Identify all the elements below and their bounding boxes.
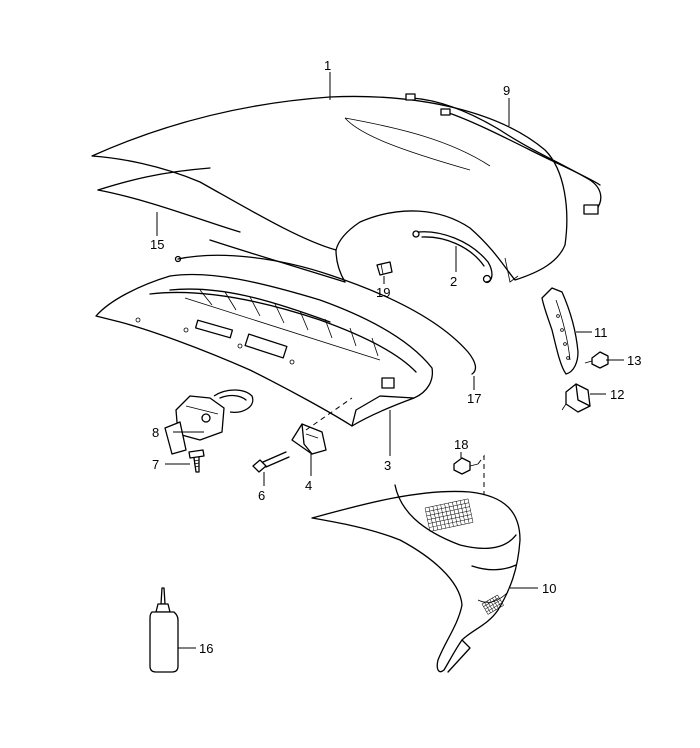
callout-1: 1 [324, 58, 331, 73]
callout-labels: 1 2 3 4 6 7 8 9 10 11 12 13 15 16 17 18 … [150, 58, 641, 656]
callout-6: 6 [258, 488, 265, 503]
callout-4: 4 [305, 478, 312, 493]
leader-lines [156, 72, 624, 649]
callout-18: 18 [454, 437, 468, 452]
part-9-wiring-harness [405, 93, 602, 215]
callout-15: 15 [150, 237, 164, 252]
callout-3: 3 [384, 458, 391, 473]
callout-13: 13 [627, 353, 641, 368]
part-11-pillar-trim [541, 287, 579, 375]
callout-12: 12 [610, 387, 624, 402]
callout-2: 2 [450, 274, 457, 289]
callout-11: 11 [594, 325, 608, 340]
part-16-adhesive-bottle [149, 587, 179, 673]
part-17-seal-cord [174, 254, 477, 375]
part-8-latch [164, 389, 254, 455]
callout-10: 10 [542, 581, 556, 596]
alignment-line-4 [305, 397, 353, 431]
callout-8: 8 [152, 425, 159, 440]
part-13-push-clip [584, 351, 609, 369]
part-10-rear-trim [311, 484, 521, 673]
part-19-clip [376, 261, 393, 276]
part-4-bracket [291, 423, 327, 455]
part-12-bracket [561, 383, 591, 413]
callout-16: 16 [199, 641, 213, 656]
callout-17: 17 [467, 391, 481, 406]
part-1-hardtop-shell [91, 95, 568, 283]
part-3-rear-frame [95, 273, 434, 427]
callout-19: 19 [376, 285, 390, 300]
part-2-seal-cable [412, 230, 493, 284]
callout-7: 7 [152, 457, 159, 472]
part-6-bolt [252, 451, 290, 473]
part-7-screw [188, 449, 205, 473]
callout-9: 9 [503, 83, 510, 98]
part-18-nut [453, 457, 479, 475]
